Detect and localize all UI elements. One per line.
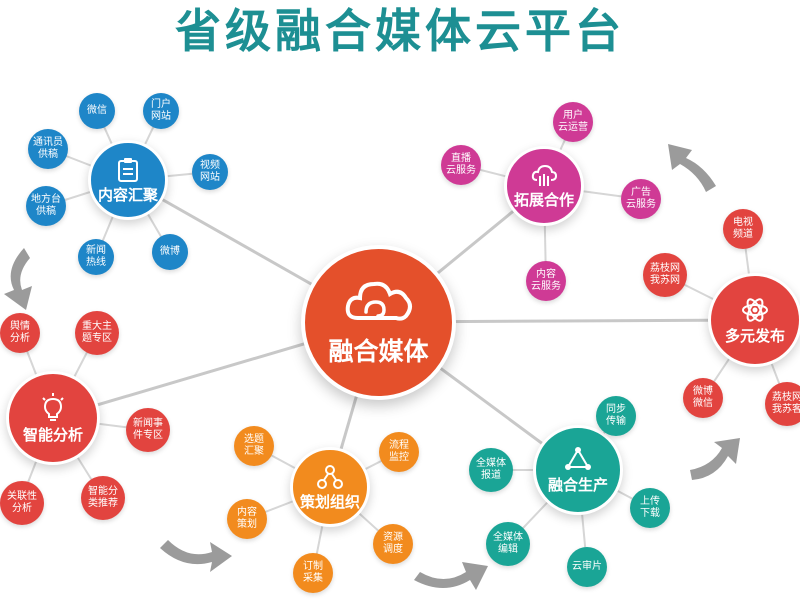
hub-planning: 策划组织 — [290, 447, 370, 527]
page-title: 省级融合媒体云平台 — [175, 4, 625, 58]
leaf-news-events: 新闻事 件专区 — [126, 408, 170, 452]
arrow-icon — [160, 540, 232, 572]
clipboard-icon — [118, 157, 138, 182]
recycle-icon — [565, 446, 591, 470]
hub-label: 智能分析 — [22, 425, 83, 444]
leaf-ad-cloud: 广告 云服务 — [621, 179, 661, 219]
center-label: 融合媒体 — [328, 336, 429, 366]
lightbulb-icon — [42, 392, 64, 421]
hub-content-aggregation: 内容汇聚 — [88, 140, 168, 220]
hub-label: 内容汇聚 — [97, 185, 158, 204]
leaf-wechat: 微信 — [79, 93, 115, 129]
leaf-tv-channel: 电视 频道 — [723, 209, 763, 249]
leaf-topic-aggregation: 选题 汇聚 — [234, 426, 274, 466]
leaf-video-site: 视频 网站 — [192, 154, 228, 190]
cloud-upload-icon — [531, 164, 557, 186]
leaf-sync-transfer: 同步 传输 — [596, 396, 636, 436]
hub-label: 拓展合作 — [513, 190, 574, 209]
arrow-icon — [4, 248, 32, 310]
leaf-user-operation: 用户 云运营 — [553, 102, 593, 142]
share-nodes-icon — [317, 464, 343, 489]
hub-publishing: 多元发布 — [708, 273, 800, 367]
leaf-smart-recommend: 智能分 类推荐 — [81, 476, 125, 520]
leaf-local-station: 地方台 供稿 — [26, 186, 66, 226]
center-hub: 融合媒体 — [301, 245, 456, 400]
leaf-content-cloud: 内容 云服务 — [526, 261, 566, 301]
leaf-news-hotline: 新闻 热线 — [78, 239, 114, 275]
leaf-process-monitor: 流程 监控 — [379, 432, 419, 472]
leaf-custom-collection: 订制 采集 — [293, 553, 333, 593]
leaf-weibo-wechat: 微博 微信 — [683, 378, 723, 418]
hub-expansion: 拓展合作 — [504, 146, 584, 226]
atom-icon — [742, 297, 768, 322]
leaf-major-topics: 重大主 题专区 — [75, 311, 119, 355]
arrow-icon — [690, 438, 740, 480]
leaf-weibo: 微博 — [152, 234, 188, 270]
leaf-upload-download: 上传 下载 — [630, 488, 670, 528]
cloud-icon — [345, 281, 412, 321]
leaf-litchi-woosu-web: 荔枝网 我苏网 — [643, 253, 687, 297]
leaf-public-opinion: 舆情 分析 — [0, 313, 40, 353]
leaf-correlation: 关联性 分析 — [0, 481, 44, 525]
hub-label: 多元发布 — [724, 326, 785, 345]
leaf-live-cloud: 直播 云服务 — [441, 145, 481, 185]
leaf-correspondent: 通讯员 供稿 — [28, 129, 68, 169]
leaf-portal-site: 门户 网站 — [143, 93, 179, 129]
leaf-omni-edit: 全媒体 编辑 — [486, 522, 530, 566]
leaf-resource-dispatch: 资源 调度 — [373, 524, 413, 564]
hub-smart-analysis: 智能分析 — [6, 371, 100, 465]
leaf-litchi-woosu-client: 荔枝网 我苏客 — [765, 382, 800, 426]
hub-production: 融合生产 — [533, 425, 623, 515]
arrow-icon — [414, 562, 488, 590]
leaf-omni-report: 全媒体 报道 — [469, 448, 513, 492]
arrow-icon — [668, 144, 716, 192]
hub-label: 融合生产 — [547, 475, 608, 494]
hub-label: 策划组织 — [299, 492, 360, 511]
leaf-content-planning: 内容 策划 — [227, 499, 267, 539]
leaf-cloud-review: 云审片 — [567, 547, 607, 587]
